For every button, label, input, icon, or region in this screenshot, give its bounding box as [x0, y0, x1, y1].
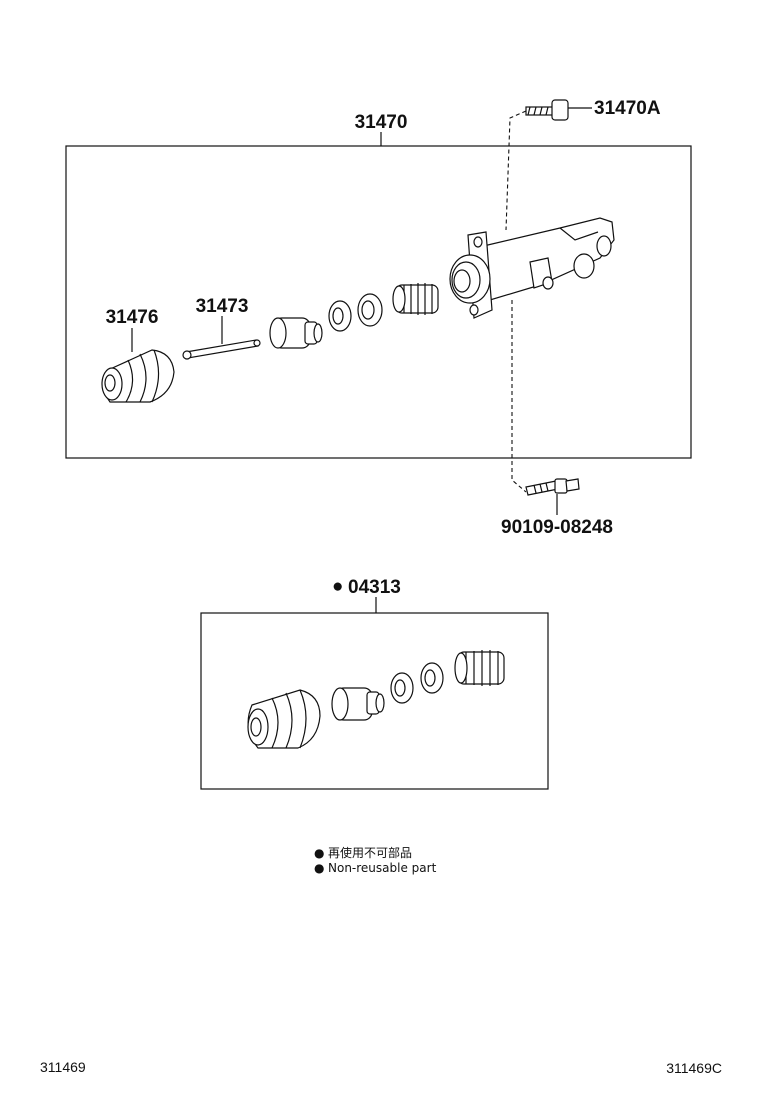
seal-ring-small: [328, 300, 352, 332]
kit-mark: ●: [332, 576, 343, 597]
legend-mark-2: ●: [314, 861, 324, 875]
kit-frame: [200, 612, 549, 790]
kit-piston: [331, 687, 385, 721]
boot-label: 31476: [106, 307, 159, 328]
kit-ribbed-cup: [454, 650, 505, 686]
ribbed-cup: [392, 283, 439, 315]
kit-seal-ring-1: [390, 672, 414, 704]
push-rod-label: 31473: [196, 296, 249, 317]
cylinder-body: [449, 217, 615, 319]
footer-right-code: 311469C: [666, 1060, 722, 1076]
kit-label: 04313: [348, 577, 401, 598]
bolt-dashed-guide: [505, 110, 527, 231]
assembly-frame: [65, 145, 692, 459]
bleeder-dashed-guide: [511, 300, 527, 493]
assembly-label: 31470: [355, 112, 408, 133]
push-rod: [182, 339, 261, 360]
bolt-part: [525, 99, 569, 121]
bleeder-label: 90109-08248: [501, 517, 613, 538]
legend-text-2: Non-reusable part: [328, 861, 437, 875]
piston: [269, 317, 323, 349]
bolt-label: 31470A: [594, 98, 661, 119]
boot: [101, 349, 175, 403]
legend-mark-1: ●: [314, 846, 324, 860]
footer-left-code: 311469: [40, 1059, 86, 1075]
bleeder-part: [525, 478, 580, 496]
kit-seal-ring-2: [420, 662, 444, 694]
kit-boot: [247, 689, 321, 749]
seal-ring-large: [357, 293, 383, 327]
legend-text-1: 再使用不可部品: [328, 845, 412, 860]
